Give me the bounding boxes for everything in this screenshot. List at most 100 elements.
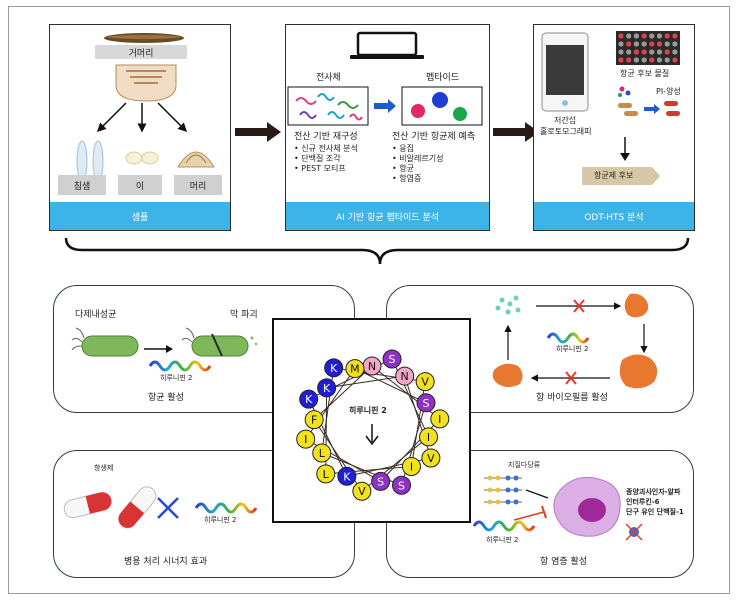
svg-text:K: K [305, 393, 313, 406]
synergy-peptide-name: 히루니핀 2 [204, 516, 237, 524]
leech-head-icon [115, 64, 177, 102]
svg-text:K: K [330, 362, 338, 375]
right-list: 응집 비알레르기성 항균 항염증 [392, 144, 443, 184]
combination-cross-icon [157, 497, 179, 519]
svg-text:L: L [323, 468, 330, 481]
blocked-cytokine-icon [625, 523, 643, 541]
wheel-residue: N [362, 356, 382, 376]
synergy-caption: 병용 처리 시너지 효과 [124, 557, 208, 567]
wheel-center-label: 히루니핀 2 [349, 406, 387, 415]
peptide-name: 히루니핀 2 [160, 374, 193, 382]
flow-arrow-2 [493, 122, 539, 142]
svg-text:F: F [311, 414, 317, 427]
well-plate-icon [616, 31, 680, 65]
wheel-residue: L [312, 443, 332, 463]
wheel-residue: S [371, 471, 391, 491]
panel-odt-hts: 항균 후보 물질 PI-양성 저간섭 홀로토모그래피 항균제 후보 ODT-HT… [533, 24, 695, 231]
svg-text:I: I [304, 433, 307, 446]
antiinflam-peptide-helix-icon [472, 520, 536, 532]
chip-head: 머리 [174, 175, 222, 195]
peptide-box [401, 86, 483, 126]
sample-footer: 샘플 [50, 202, 230, 230]
bacterium-icon [71, 327, 139, 357]
wheel-residue: M [345, 359, 365, 379]
bacteria-dots-icon [618, 86, 680, 116]
right-item: 비알레르기성 [392, 154, 443, 164]
wheel-residue: K [337, 466, 357, 486]
wheel-residue: S [416, 393, 436, 413]
grouping-brace [64, 237, 690, 265]
capsule-icon [63, 486, 157, 529]
svg-text:L: L [319, 447, 326, 460]
left-item: 단백질 조각 [294, 154, 358, 164]
inhibition-icon [513, 505, 547, 521]
wheel-residue: V [352, 481, 372, 501]
svg-text:K: K [323, 382, 331, 395]
svg-text:M: M [350, 363, 360, 376]
laptop-icon [350, 31, 424, 59]
wheel-residue: N [395, 366, 415, 386]
wheel-residue: L [316, 464, 336, 484]
svg-text:S: S [398, 479, 405, 492]
damaged-bacterium-icon [181, 327, 258, 357]
wheel-residue: K [324, 358, 344, 378]
chip-jaw: 이 [118, 175, 162, 195]
panel-ai-analysis: 전사체 펩타이드 전산 기반 재구성 신규 전사체 분석 단백질 조각 PEST… [285, 24, 490, 231]
antiinflam-peptide-name: 히루니핀 2 [486, 536, 519, 544]
lps-icon [484, 475, 549, 505]
biofilm-peptide-name: 히루니핀 2 [556, 345, 589, 353]
wheel-residue: V [415, 372, 435, 392]
svg-text:V: V [427, 452, 435, 465]
right-item: 항균 [392, 164, 443, 174]
svg-text:I: I [438, 413, 441, 426]
down-arrow-icon [620, 137, 630, 161]
right-item: 항염증 [392, 174, 443, 184]
cytokine-tnf: 종양괴사인자-알파 [626, 488, 681, 496]
candidate-label: 항균 후보 물질 [620, 69, 670, 78]
organism-label: 거머리 [95, 45, 187, 59]
wheel-residue: I [401, 457, 421, 477]
cytokine-mcp1: 단구 유인 단백질-1 [626, 508, 684, 516]
svg-text:I: I [427, 431, 430, 444]
svg-text:I: I [410, 461, 413, 474]
svg-text:S: S [377, 475, 384, 488]
left-list: 신규 전사체 분석 단백질 조각 PEST 모티프 [294, 144, 358, 174]
wheel-residue: I [430, 409, 450, 429]
svg-text:N: N [368, 360, 376, 373]
wheel-residue: S [382, 349, 402, 369]
cytokine-il6: 인터루킨-6 [626, 498, 660, 506]
odt-footer: ODT-HTS 분석 [534, 202, 694, 230]
wheel-residue: K [317, 378, 337, 398]
mdr-bacteria-label: 다제내성균 [75, 310, 117, 320]
antibiotic-label: 항생제 [94, 464, 114, 472]
wheel-residue: F [304, 410, 324, 430]
svg-text:N: N [401, 370, 409, 383]
panel-sample: 거머리 침샘 이 머리 샘플 [49, 24, 231, 231]
device-label-2: 홀로토모그래피 [540, 127, 592, 136]
result-label: 항균제 후보 [594, 171, 634, 180]
pi-positive-label: PI-양성 [656, 87, 681, 96]
transcript-box [287, 86, 369, 126]
arrow-icon [144, 345, 173, 353]
svg-text:V: V [358, 485, 366, 498]
ai-footer: AI 기반 항균 펩타이드 분석 [286, 202, 489, 230]
right-arrow-icon [374, 99, 396, 113]
transcriptome-label: 전사체 [316, 73, 341, 83]
right-item: 응집 [392, 144, 443, 154]
membrane-disruption-label: 막 파괴 [230, 310, 258, 320]
synergy-peptide-helix-icon [194, 502, 258, 514]
head-section-icon [177, 151, 215, 168]
wheel-residue: V [421, 448, 441, 468]
left-item: 신규 전사체 분석 [294, 144, 358, 154]
wheel-residue: I [296, 429, 316, 449]
left-title: 전산 기반 재구성 [294, 132, 358, 142]
antiinflam-caption: 항 염증 활성 [540, 557, 588, 567]
lps-label: 지질다당류 [508, 461, 541, 469]
left-item: PEST 모티프 [294, 164, 358, 174]
biofilm-cycle [492, 293, 658, 389]
svg-text:V: V [421, 376, 429, 389]
salivary-gland-icon [76, 140, 104, 182]
wheel-residue: S [392, 475, 412, 495]
